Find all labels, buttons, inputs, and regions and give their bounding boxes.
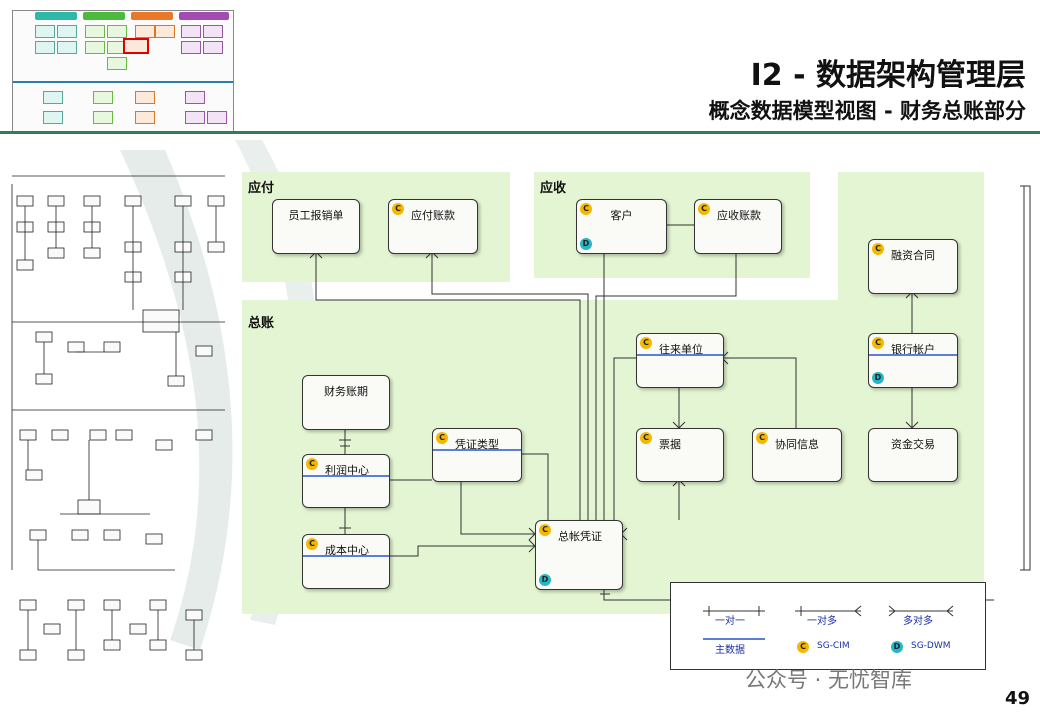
sg-cim-badge: C [872, 243, 884, 255]
thumb-header-2 [83, 12, 125, 20]
page-number: 49 [1004, 688, 1030, 709]
legend-one-to-many: 一对多 [807, 616, 837, 627]
entity-agreement-info[interactable]: C 协同信息 [752, 428, 842, 482]
entity-bill-label: 票据 [659, 438, 681, 451]
entity-counterparty[interactable]: C 往来单位 [636, 333, 724, 388]
sg-cim-badge: C [640, 337, 652, 349]
legend-d-icon: D [891, 641, 903, 653]
sg-cim-badge: C [580, 203, 592, 215]
sg-dwm-badge: D [539, 574, 551, 586]
title-rule [0, 131, 1040, 134]
legend-master-data: 主数据 [715, 645, 745, 656]
entity-counterparty-label: 往来单位 [659, 343, 703, 356]
sg-cim-badge: C [698, 203, 710, 215]
sg-cim-badge: C [640, 432, 652, 444]
entity-fiscal-period-label: 财务账期 [324, 385, 368, 398]
sg-cim-badge: C [306, 458, 318, 470]
region-label-receivable: 应收 [540, 181, 567, 196]
entity-financing-contract[interactable]: C 融资合同 [868, 239, 958, 294]
entity-gl-voucher-label: 总帐凭证 [558, 530, 602, 543]
entity-accounts-payable[interactable]: C 应付账款 [388, 199, 478, 254]
entity-bank-account[interactable]: C 银行帐户 D [868, 333, 958, 388]
entity-voucher-type[interactable]: C 凭证类型 [432, 428, 522, 482]
master-data-line [433, 449, 521, 451]
region-label-ledger: 总账 [248, 316, 275, 331]
legend-one-to-one: 一对一 [715, 616, 745, 627]
page-title: I2 - 数据架构管理层 [750, 58, 1026, 93]
entity-bank-account-label: 银行帐户 [891, 343, 935, 356]
master-data-line [869, 354, 957, 356]
legend-sg-dwm: SG-DWM [911, 641, 951, 651]
sg-cim-badge: C [436, 432, 448, 444]
entity-profit-center[interactable]: C 利润中心 [302, 454, 390, 508]
entity-accounts-receivable-label: 应收账款 [717, 209, 761, 222]
entity-agreement-info-label: 协同信息 [775, 438, 819, 451]
entity-cost-center[interactable]: C 成本中心 [302, 534, 390, 589]
legend-symbols [703, 605, 954, 640]
sg-cim-badge: C [539, 524, 551, 536]
thumb-current-marker [123, 38, 149, 54]
master-data-line [303, 555, 389, 557]
watermark: 公众号 · 无忧智库 [745, 668, 913, 692]
entity-fiscal-period[interactable]: 财务账期 [302, 375, 390, 430]
sg-cim-badge: C [392, 203, 404, 215]
master-data-line [637, 354, 723, 356]
entity-accounts-payable-label: 应付账款 [411, 209, 455, 222]
legend-many-to-many: 多对多 [903, 616, 933, 627]
overview-thumbnail[interactable] [12, 10, 234, 132]
page-subtitle: 概念数据模型视图 - 财务总账部分 [708, 99, 1026, 123]
sg-cim-badge: C [756, 432, 768, 444]
thumb-header-4 [179, 12, 229, 20]
entity-fund-transaction-label: 资金交易 [891, 438, 935, 451]
sg-dwm-badge: D [580, 238, 592, 250]
legend-c-icon: C [797, 641, 809, 653]
thumb-header-1 [35, 12, 77, 20]
thumb-divider [13, 81, 233, 83]
master-data-line [303, 475, 389, 477]
entity-customer[interactable]: C 客户 D [576, 199, 667, 254]
entity-accounts-receivable[interactable]: C 应收账款 [694, 199, 782, 254]
entity-gl-voucher[interactable]: C 总帐凭证 D [535, 520, 623, 590]
entity-bill[interactable]: C 票据 [636, 428, 724, 482]
region-label-payable: 应付 [248, 181, 275, 196]
sg-dwm-badge: D [872, 372, 884, 384]
entity-fund-transaction[interactable]: 资金交易 [868, 428, 958, 482]
thumb-header-3 [131, 12, 173, 20]
entity-financing-contract-label: 融资合同 [891, 249, 935, 262]
entity-expense-claim-label: 员工报销单 [288, 209, 344, 222]
legend: 一对一 一对多 多对多 主数据 C SG-CIM D SG-DWM [670, 582, 986, 670]
sg-cim-badge: C [306, 538, 318, 550]
entity-profit-center-label: 利润中心 [325, 464, 369, 477]
entity-customer-label: 客户 [610, 209, 633, 222]
legend-sg-cim: SG-CIM [817, 641, 850, 651]
entity-voucher-type-label: 凭证类型 [455, 438, 499, 451]
entity-expense-claim[interactable]: 员工报销单 [272, 199, 360, 254]
entity-cost-center-label: 成本中心 [325, 544, 369, 557]
sg-cim-badge: C [872, 337, 884, 349]
